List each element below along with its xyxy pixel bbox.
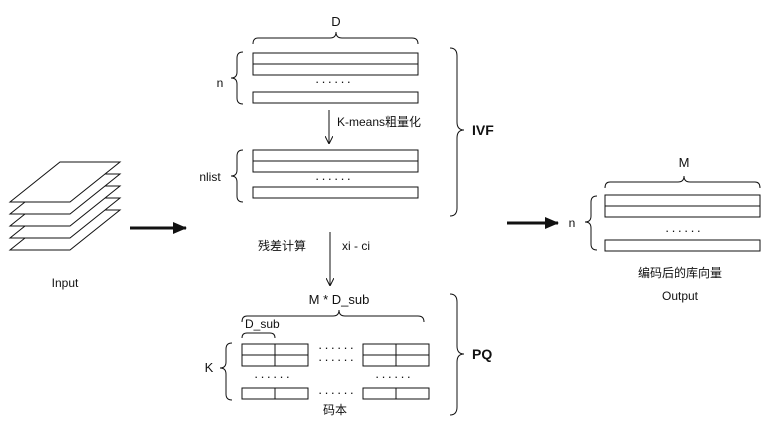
ivf-row: [252, 91, 419, 104]
output-row: [604, 194, 761, 207]
codebook-label: 码本: [323, 403, 347, 417]
residual-formula: xi - ci: [342, 239, 370, 253]
ivf-top-brace: [252, 31, 419, 45]
kmeans-label: K-means粗量化: [337, 115, 421, 129]
pq-top-brace: [241, 309, 425, 323]
ivf-centroid-row: [252, 149, 419, 162]
ivf-centroid-row: [252, 186, 419, 199]
pq-ellipsis: ······: [318, 352, 356, 367]
output-row: [604, 239, 761, 252]
output-caption-cn: 编码后的库向量: [638, 265, 722, 280]
ivf-row: [252, 63, 419, 76]
ivf-label: IVF: [472, 122, 494, 138]
ivf-row: [252, 52, 419, 65]
pq-dsub-brace: [241, 332, 276, 339]
pq-codebook-grid: [241, 343, 430, 400]
output-top-brace: [604, 175, 761, 189]
ivf-matrix-upper: [252, 52, 419, 104]
pq-right-brace: [449, 293, 465, 416]
input-stack-icon: [8, 161, 122, 251]
pq-top-dim-label: M * D_sub: [309, 292, 370, 307]
residual-label: 残差计算: [258, 238, 306, 253]
ivf-right-brace: [449, 47, 465, 217]
input-label: Input: [52, 276, 79, 290]
ivf-left-brace-nlist: [230, 149, 244, 203]
pq-k-label: K: [205, 360, 214, 375]
output-left-brace-n: [584, 195, 598, 251]
output-ellipsis: ······: [665, 223, 703, 238]
pq-ellipsis: ······: [254, 369, 292, 384]
pq-dsub-label: D_sub: [245, 317, 280, 331]
output-dim-m-label: M: [679, 155, 690, 170]
ivf-matrix-lower: [252, 149, 419, 199]
ivf-upper-ellipsis: ······: [315, 74, 353, 89]
output-matrix: [604, 194, 761, 252]
ivf-centroid-row: [252, 160, 419, 173]
ivf-lower-ellipsis: ······: [315, 171, 353, 186]
pq-label: PQ: [472, 346, 492, 362]
ivf-dim-d-label: D: [331, 14, 340, 29]
pq-ellipsis: ······: [318, 385, 356, 400]
ivf-left-brace-n: [230, 51, 244, 105]
output-rows-n-label: n: [569, 216, 576, 230]
pq-ellipsis: ······: [318, 340, 356, 355]
ivf-rows-n-label: n: [217, 76, 224, 90]
output-caption-en: Output: [662, 289, 699, 303]
pq-left-brace-k: [219, 342, 233, 401]
nlist-label: nlist: [199, 170, 221, 184]
output-row: [604, 205, 761, 218]
pq-ellipsis: ······: [375, 369, 413, 384]
